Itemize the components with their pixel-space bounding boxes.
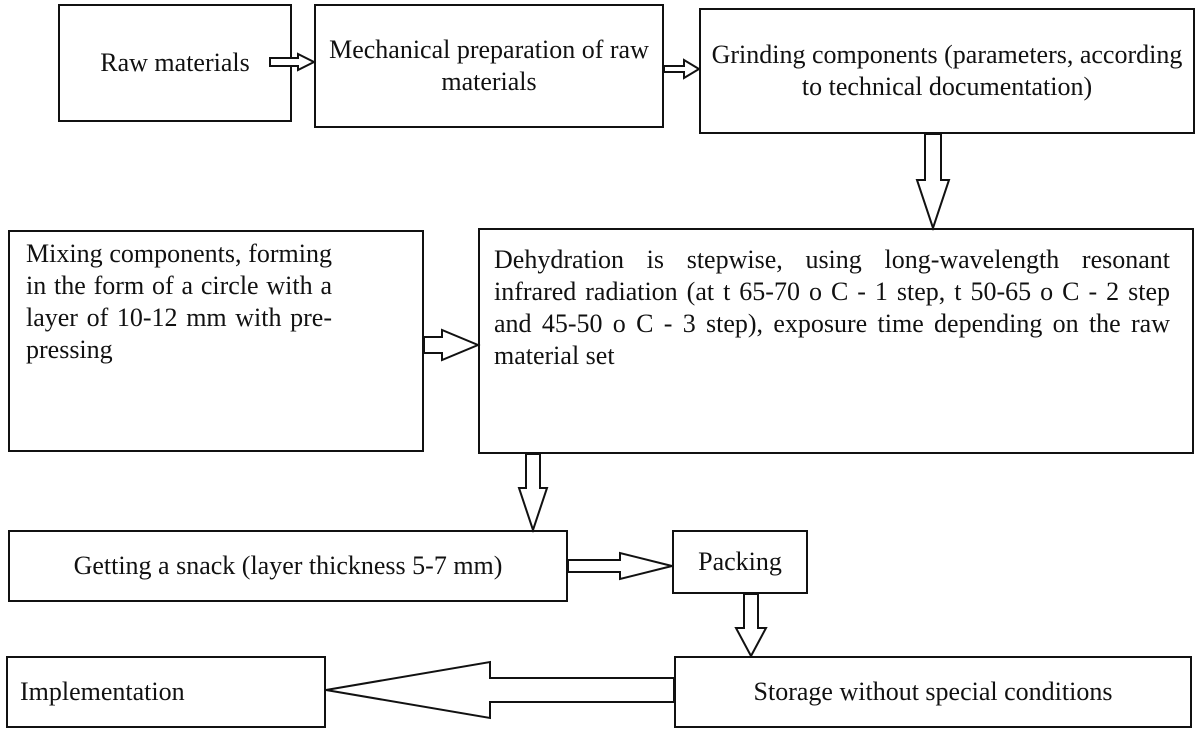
arrow-snack-to-packing: [567, 551, 673, 581]
node-dehydration-label: Dehydration is stepwise, using long-wave…: [494, 245, 1170, 370]
node-dehydration: Dehydration is stepwise, using long-wave…: [478, 228, 1194, 454]
arrow-mechanical-to-grinding: [663, 58, 701, 80]
node-getting-snack-label: Getting a snack (layer thickness 5-7 mm): [73, 551, 503, 580]
arrow-mixing-to-dehydration: [423, 328, 481, 362]
node-packing-label: Packing: [698, 547, 782, 576]
node-mechanical-preparation: Mechanical preparation of raw materials: [314, 4, 664, 128]
node-storage-label: Storage without special conditions: [753, 677, 1113, 706]
arrow-packing-to-storage: [734, 593, 768, 659]
arrow-grinding-to-dehydration: [915, 133, 951, 232]
node-raw-materials-label: Raw materials: [100, 48, 250, 77]
arrow-raw-to-mechanical: [269, 52, 317, 72]
node-mechanical-preparation-label: Mechanical preparation of raw materials: [329, 35, 649, 96]
node-implementation-label: Implementation: [20, 677, 185, 706]
node-grinding-components-label: Grinding components (parameters, accordi…: [711, 40, 1183, 101]
node-storage: Storage without special conditions: [674, 656, 1192, 728]
node-raw-materials: Raw materials: [58, 4, 292, 122]
node-grinding-components: Grinding components (parameters, accordi…: [699, 8, 1195, 134]
arrow-storage-to-implementation: [325, 660, 675, 720]
node-mixing-components-label: Mixing components, forming in the form o…: [26, 239, 332, 364]
node-implementation: Implementation: [6, 656, 326, 728]
arrow-dehydration-to-snack: [517, 453, 549, 534]
node-mixing-components: Mixing components, forming in the form o…: [8, 230, 424, 452]
node-packing: Packing: [672, 530, 808, 594]
node-getting-snack: Getting a snack (layer thickness 5-7 mm): [8, 530, 568, 602]
